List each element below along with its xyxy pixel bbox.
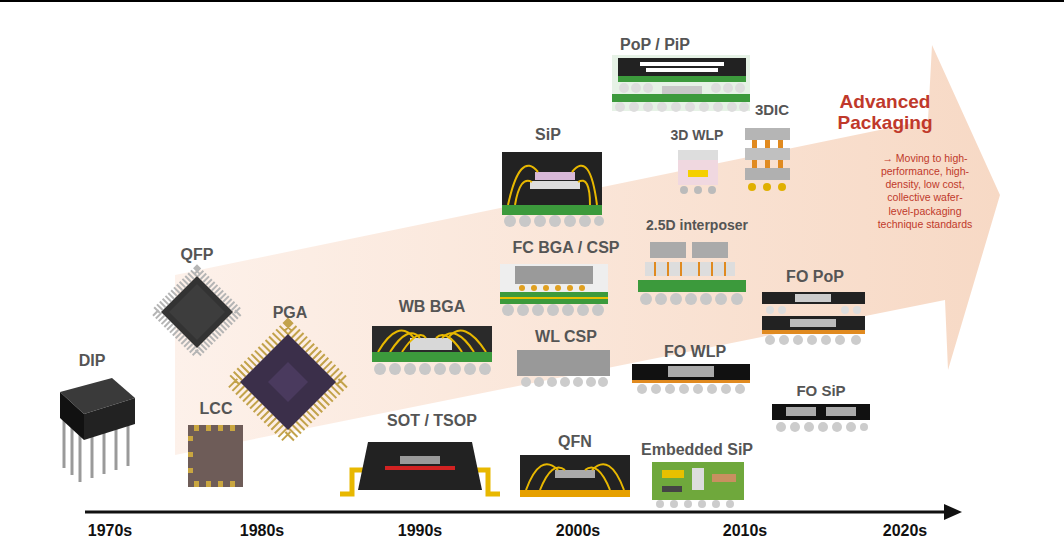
- 3d-wlp-package: [678, 150, 718, 194]
- package-label: WL CSP: [535, 328, 597, 346]
- fo-sip-package: [772, 404, 870, 432]
- package-label: 2.5D interposer: [646, 218, 748, 233]
- package-label: LCC: [200, 400, 233, 418]
- wl-csp-package: [517, 350, 610, 387]
- package-label: QFN: [558, 433, 592, 451]
- decade-label: 1990s: [398, 522, 443, 540]
- node-note: → Moving to high-performance, high-densi…: [875, 152, 975, 231]
- package-label: 3D WLP: [671, 128, 724, 143]
- fo-wlp-package: [632, 364, 750, 394]
- package-label: FO SiP: [796, 383, 845, 400]
- embedded-sip-package: [652, 462, 744, 508]
- pga-package: [232, 326, 344, 438]
- decade-label: 1970s: [88, 522, 133, 540]
- qfn-package: [520, 455, 630, 497]
- fc-bga-csp-package: [500, 264, 608, 316]
- lcc-package: [188, 425, 243, 487]
- package-label: PGA: [273, 304, 308, 322]
- package-label: FC BGA / CSP: [513, 239, 620, 257]
- package-label: Embedded SiP: [641, 441, 753, 459]
- package-label: DIP: [79, 352, 106, 370]
- timeline-axis: [85, 504, 962, 520]
- package-label: PoP / PiP: [620, 36, 690, 54]
- decade-label: 2000s: [556, 522, 601, 540]
- wb-bga-package: [372, 326, 492, 375]
- decade-label: 2020s: [883, 522, 928, 540]
- pop-pip-package: [612, 55, 750, 112]
- package-label: 3DIC: [755, 102, 789, 119]
- 3dic-package: [745, 128, 790, 191]
- qfp-package: [155, 270, 239, 354]
- package-label: FO PoP: [786, 268, 844, 286]
- package-label: QFP: [181, 246, 214, 264]
- interposer-package: [638, 242, 746, 305]
- dip-package: [60, 378, 135, 482]
- top-rule: [0, 0, 1064, 2]
- package-label: SiP: [535, 126, 561, 144]
- package-label: SOT / TSOP: [387, 412, 477, 430]
- node-heading: Advanced Packaging: [815, 92, 955, 134]
- band-arrow: [175, 45, 1000, 455]
- decade-label: 2010s: [723, 522, 768, 540]
- package-label: WB BGA: [399, 298, 466, 316]
- sot-tsop-package: [340, 442, 500, 494]
- fo-pop-package: [762, 292, 865, 345]
- decade-label: 1980s: [240, 522, 285, 540]
- package-label: FO WLP: [664, 343, 726, 361]
- sip-package: [502, 152, 604, 227]
